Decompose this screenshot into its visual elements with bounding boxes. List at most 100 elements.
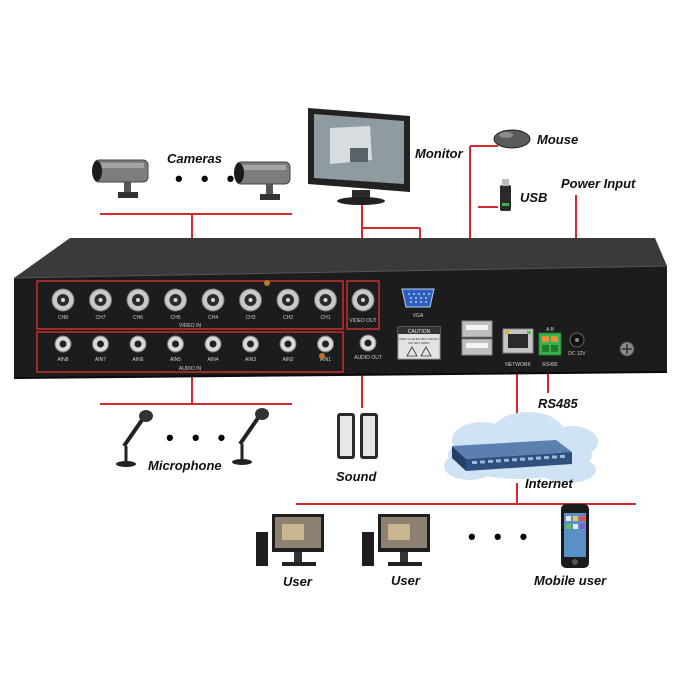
audio-in-frame [36,331,344,373]
video-channel-label: CH2 [283,315,293,321]
microphone-icon [116,410,153,467]
audio-out-connector [359,334,377,352]
video-channel-label: CH6 [133,315,143,321]
switch-port [528,457,533,461]
rs485-port-label: RS485 [542,362,558,368]
usb-stick-icon [500,179,511,211]
rca-connector [167,335,184,353]
speaker-icon [337,413,378,459]
network-label: NETWORK [505,362,531,368]
video-in-label: VIDEO IN [179,323,201,329]
bnc-connector [126,288,150,312]
video-channel-label: CH5 [170,315,180,321]
bnc-connector [164,288,187,312]
bnc-connector [89,288,112,312]
mobile-user-label: Mobile user [534,573,607,588]
bnc-connectors: CH8 CH7 CH6 CH5 CH4 CH3 CH2 CH1 [51,288,337,321]
switch-port [480,460,485,464]
switch-port [544,456,549,460]
rca-connector [242,335,259,353]
mouse-icon [493,129,531,149]
terminal-ab-label: A B [546,327,554,333]
caution-line2: DO NOT OPEN [409,341,430,345]
switch-port [536,456,541,460]
usb-ports [461,320,493,356]
video-channel-label: CH7 [95,315,105,321]
video-out-frame [346,280,380,330]
mouse-label: Mouse [537,132,579,147]
sound-label: Sound [336,469,377,484]
switch-port [472,461,477,464]
user-label-1: User [283,574,312,589]
camera-icon [92,159,149,198]
audio-channel-label: AIN7 [95,357,106,363]
usb-label: USB [520,190,548,205]
users-ellipsis: • • • [468,524,534,549]
rs485-label: RS485 [538,396,578,411]
mobile-phone-icon [561,504,589,568]
network-port [502,328,534,354]
video-channel-label: CH8 [58,315,68,321]
switch-port [488,459,493,463]
cameras-ellipsis: • • • [175,166,241,191]
switch-port [560,454,565,458]
bnc-connector [314,288,337,312]
network-switch-icon [452,440,572,471]
switch-port [520,457,525,461]
ground-screw [619,341,635,357]
rca-connector [204,335,222,353]
rca-connectors: AIN8 AIN7 AIN6 AIN5 AIN4 AIN3 AIN2 AIN1 [54,335,334,363]
user-computer-icon [256,514,324,566]
microphone-label: Microphone [148,458,222,473]
audio-in-label: AUDIO IN [179,366,202,372]
bnc-connector [51,288,75,312]
video-out-label: VIDEO OUT [349,318,377,324]
caution-sticker: CAUTION RISK OF ELECTRIC SHOCK DO NOT OP… [397,326,441,360]
internet-label: Internet [525,476,573,491]
rca-connector [317,335,334,353]
video-channel-label: CH4 [208,315,218,321]
switch-port [504,458,509,462]
dc-power-jack [569,332,585,348]
monitor-icon [308,108,410,205]
switch-port [552,455,557,459]
audio-channel-label: AIN4 [207,357,218,363]
video-in-frame [36,280,344,330]
bnc-connector [276,288,300,312]
bnc-connector [201,288,225,312]
video-channel-label: CH1 [320,315,330,321]
audio-channel-label: AIN3 [245,357,256,363]
panel-screw [264,280,270,286]
user-computer-icon [362,514,430,566]
vga-label: VGA [413,313,424,319]
video-out-connector [351,288,375,312]
user-label-2: User [391,573,420,588]
dc-label: DC 12V [568,351,586,357]
microphone-ellipsis: • • • [166,425,232,450]
rca-connector [92,335,109,353]
monitor-label: Monitor [415,146,463,161]
rca-connector [279,335,297,353]
panel-screw-2 [319,353,325,359]
switch-port [512,458,517,462]
caution-title: CAUTION [408,329,431,335]
rca-connector [129,335,147,353]
power-input-label: Power Input [561,176,636,191]
caution-line1: RISK OF ELECTRIC SHOCK [399,337,438,341]
rca-connector [54,335,72,353]
camera-icon [234,161,291,200]
audio-out-label: AUDIO OUT [354,355,382,361]
switch-port [496,459,501,463]
audio-channel-label: AIN1 [320,357,331,363]
vga-port [401,288,435,308]
rs485-terminal [538,332,562,356]
bnc-connector [239,288,262,312]
microphone-icon [232,408,269,465]
video-channel-label: CH3 [245,315,255,321]
audio-channel-label: AIN2 [282,357,293,363]
audio-channel-label: AIN5 [170,357,181,363]
audio-channel-label: AIN6 [132,357,143,363]
audio-channel-label: AIN8 [57,357,68,363]
